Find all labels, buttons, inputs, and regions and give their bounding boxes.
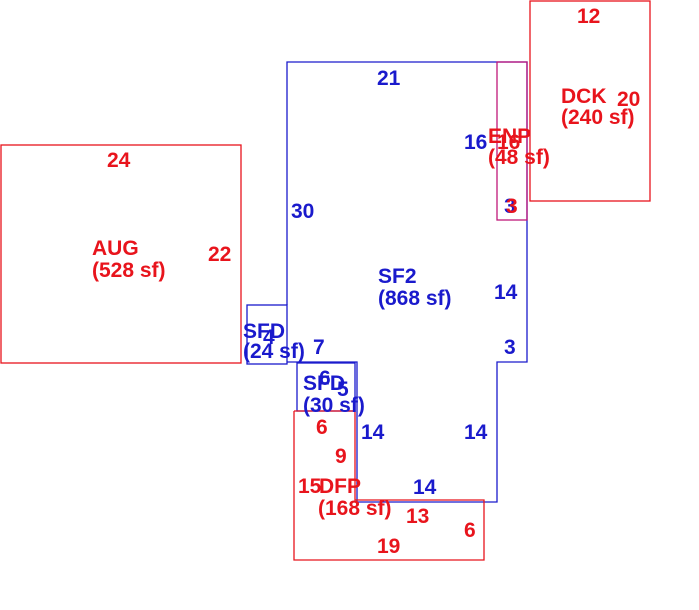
enp-area-label: (48 sf) — [488, 146, 550, 169]
dim-sfd-mid-side: 5 — [337, 378, 349, 401]
enp-code-label: ENP — [488, 125, 531, 148]
dim-sf2-right-jog: 3 — [504, 336, 516, 359]
enp-outline — [496, 61, 528, 221]
dim-sf2-right-upper: 14 — [494, 281, 518, 304]
dim-sf2-bottom: 14 — [413, 476, 437, 499]
sfd-left-area-label: (24 sf) — [243, 340, 305, 363]
aug-outline — [0, 144, 242, 364]
dfp-outline — [293, 410, 485, 561]
dim-dfp-top: 6 — [316, 416, 328, 439]
dim-dfp-inner-bottom: 13 — [406, 505, 429, 528]
dim-sf2-left: 30 — [291, 200, 314, 223]
dim-sf2-top: 21 — [377, 67, 401, 90]
sf2-code-label: SF2 — [378, 265, 417, 288]
dim-enp-left: 16 — [464, 131, 487, 154]
dim-enp-bottom-red: 3 — [506, 195, 518, 218]
dim-sf2-right-lower: 14 — [464, 421, 488, 444]
dck-outline — [529, 0, 651, 202]
dim-sf2-step: 7 — [313, 336, 325, 359]
dfp-code-label: DFP — [319, 475, 361, 498]
dim-sfd-mid-top: 6 — [319, 367, 331, 390]
sfd-mid-area-label: (30 sf) — [303, 394, 365, 417]
dim-dfp-inner: 9 — [335, 445, 347, 468]
aug-code-label: AUG — [92, 237, 139, 260]
dim-enp-bottom-blue: 3 — [504, 195, 516, 218]
dim-sf2-inner-left: 14 — [361, 421, 385, 444]
dim-enp-right: 16 — [497, 131, 520, 154]
sf2-outline — [286, 61, 528, 503]
dck-code-label: DCK — [561, 85, 607, 108]
sf2-area-label: (868 sf) — [378, 287, 452, 310]
dim-aug-right: 22 — [208, 243, 231, 266]
dfp-area-label: (168 sf) — [318, 497, 392, 520]
dim-dfp-bottom: 19 — [377, 535, 400, 558]
dim-dck-top: 12 — [577, 5, 600, 28]
dck-area-label: (240 sf) — [561, 106, 635, 129]
dim-dck-right: 20 — [617, 88, 640, 111]
dim-sfd-left-side: 4 — [263, 326, 275, 349]
sfd-left-outline — [246, 304, 288, 365]
dim-dfp-left: 15 — [298, 475, 322, 498]
dim-aug-top: 24 — [107, 149, 131, 172]
sfd-mid-code-label: SFD — [303, 372, 345, 395]
sfd-left-code-label: SFD — [243, 320, 285, 343]
aug-area-label: (528 sf) — [92, 259, 166, 282]
dim-dfp-right: 6 — [464, 519, 476, 542]
